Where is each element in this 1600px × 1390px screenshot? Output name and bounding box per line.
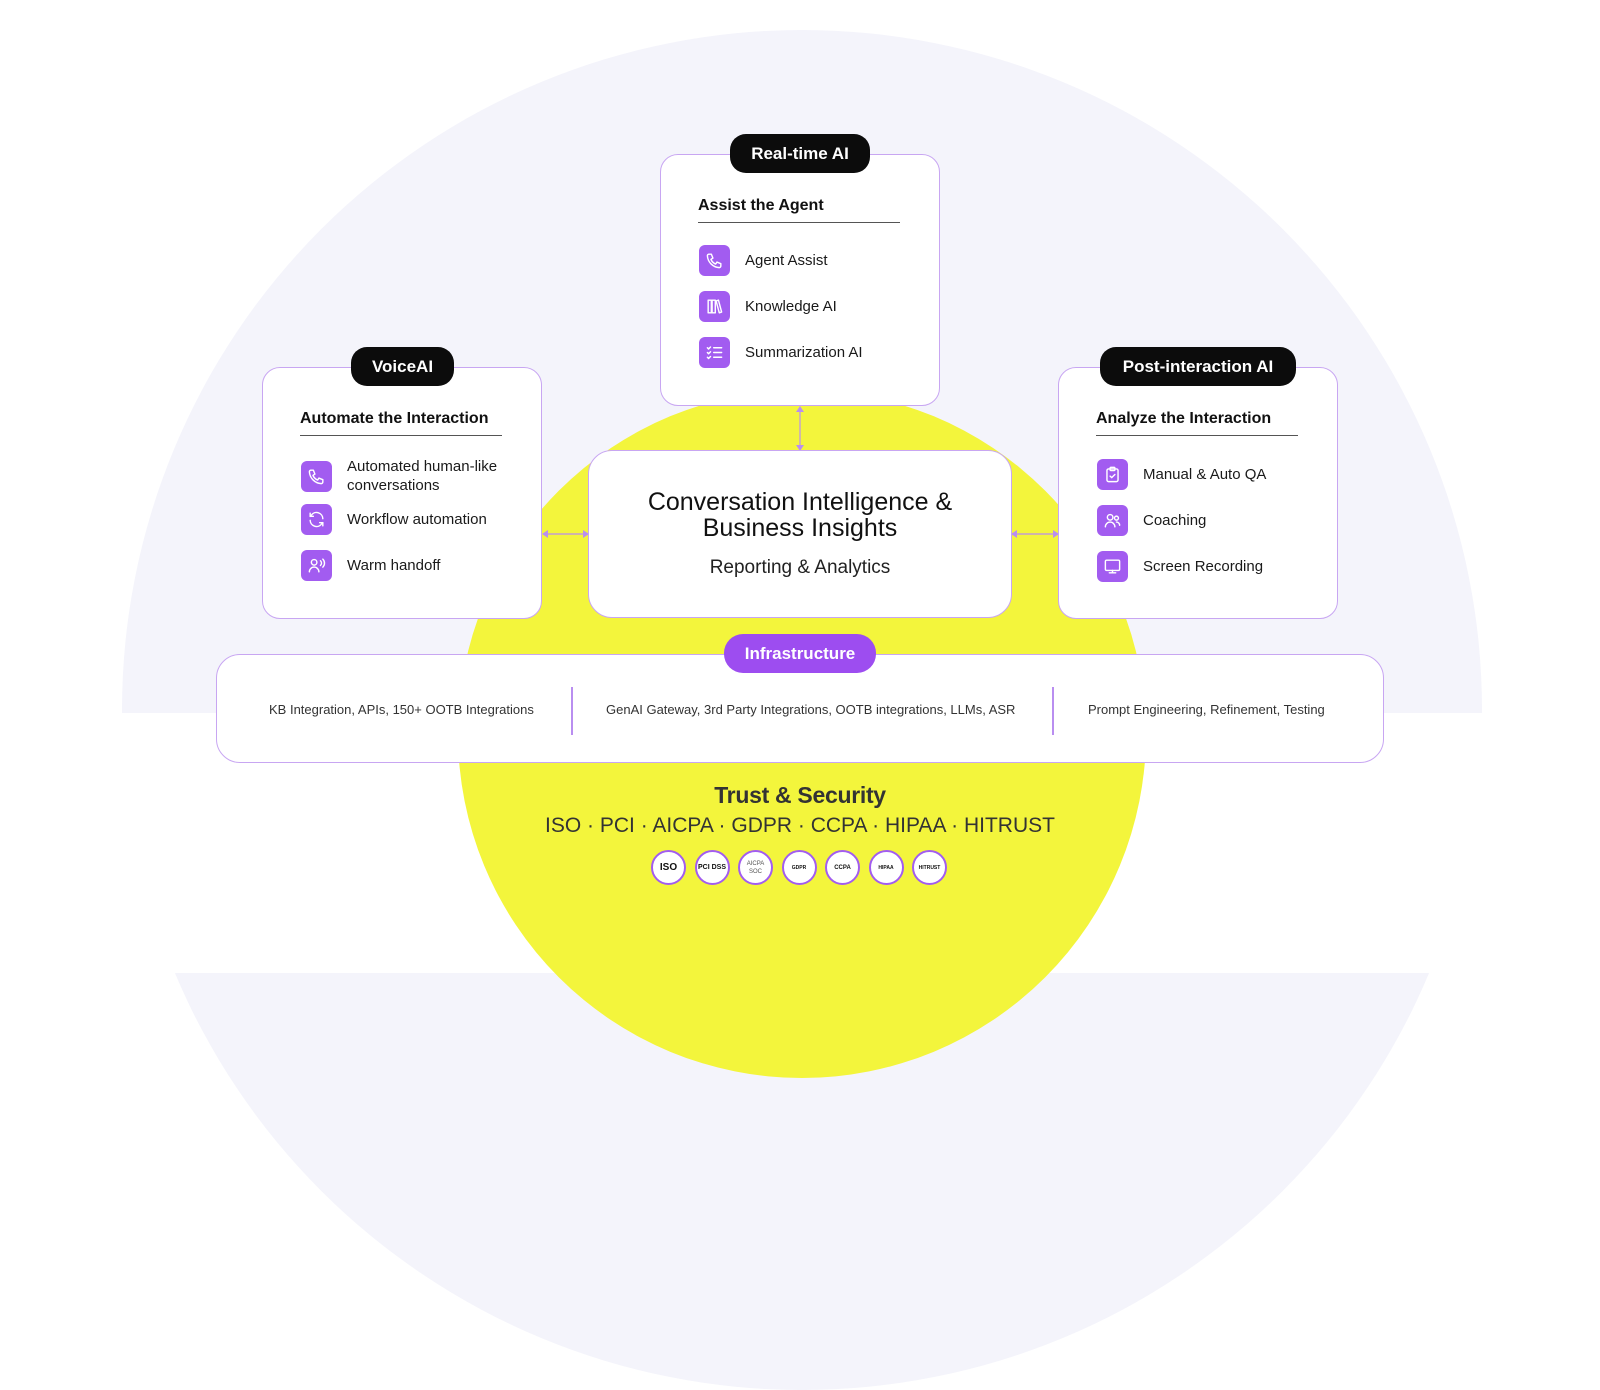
post-heading: Analyze the Interaction: [1096, 410, 1298, 436]
infrastructure-column-3: Prompt Engineering, Refinement, Testing: [1088, 702, 1325, 717]
pci-dss-badge-icon: PCI DSS: [694, 850, 730, 885]
aicpa-soc-badge-icon: AICPA SOC: [738, 850, 773, 885]
phone-icon: [699, 245, 730, 276]
clipboard-check-icon: [1097, 459, 1128, 490]
monitor-icon: [1097, 551, 1128, 582]
ccpa-badge-icon: CCPA: [825, 850, 860, 885]
refresh-icon: [301, 504, 332, 535]
item-label: Automated human-like conversations: [347, 458, 498, 494]
voice-item-warm-handoff: Warm handoff: [301, 550, 440, 581]
item-label: Agent Assist: [745, 252, 828, 269]
item-label: Warm handoff: [347, 557, 441, 574]
trust-list: ISO · PCI · AICPA · GDPR · CCPA · HIPAA …: [545, 814, 1055, 837]
users-icon: [1097, 505, 1128, 536]
infrastructure-column-1: KB Integration, APIs, 150+ OOTB Integrat…: [269, 702, 534, 717]
realtime-heading: Assist the Agent: [698, 197, 900, 223]
post-item-qa: Manual & Auto QA: [1097, 459, 1266, 490]
center-subtitle: Reporting & Analytics: [709, 557, 891, 578]
realtime-item-knowledge-ai: Knowledge AI: [699, 291, 837, 322]
voice-card: Automate the Interaction Automated human…: [262, 367, 542, 619]
center-card: Conversation Intelligence & Business Ins…: [588, 450, 1012, 618]
post-card: Analyze the Interaction Manual & Auto QA…: [1058, 367, 1338, 619]
post-item-screen-recording: Screen Recording: [1097, 551, 1263, 582]
certification-badges: ISO PCI DSS AICPA SOC GDPR CCPA HIPAA HI…: [651, 850, 951, 886]
user-voice-icon: [301, 550, 332, 581]
checklist-icon: [699, 337, 730, 368]
iso-badge-icon: ISO: [651, 850, 686, 885]
post-item-coaching: Coaching: [1097, 505, 1206, 536]
divider: [571, 687, 573, 735]
realtime-item-summarization-ai: Summarization AI: [699, 337, 863, 368]
item-label: Manual & Auto QA: [1143, 466, 1267, 483]
realtime-pill: Real-time AI: [730, 134, 870, 173]
gdpr-badge-icon: GDPR: [781, 850, 817, 885]
center-title: Conversation Intelligence & Business Ins…: [647, 488, 953, 542]
phone-icon: [301, 460, 332, 492]
realtime-card: Assist the Agent Agent Assist Knowledge …: [660, 154, 940, 406]
infrastructure-pill: Infrastructure: [724, 634, 876, 673]
realtime-item-agent-assist: Agent Assist: [699, 245, 828, 276]
item-label: Screen Recording: [1143, 558, 1264, 575]
voice-pill: VoiceAI: [351, 347, 454, 386]
post-pill: Post-interaction AI: [1100, 347, 1296, 386]
book-icon: [699, 291, 730, 322]
hipaa-badge-icon: HIPAA: [868, 850, 904, 885]
connectors: [542, 406, 1059, 538]
item-label: Knowledge AI: [745, 298, 837, 315]
item-label: Workflow automation: [347, 511, 487, 528]
voice-item-workflow-automation: Workflow automation: [301, 504, 487, 535]
item-label: Summarization AI: [745, 344, 863, 361]
voice-heading: Automate the Interaction: [300, 410, 502, 436]
hitrust-badge-icon: HITRUST: [912, 850, 947, 885]
trust-title: Trust & Security: [714, 782, 886, 808]
divider: [1052, 687, 1054, 735]
infrastructure-column-2: GenAI Gateway, 3rd Party Integrations, O…: [606, 702, 1016, 717]
item-label: Coaching: [1143, 512, 1207, 529]
voice-item-automated-conversations: Automated human-like conversations: [301, 457, 517, 495]
